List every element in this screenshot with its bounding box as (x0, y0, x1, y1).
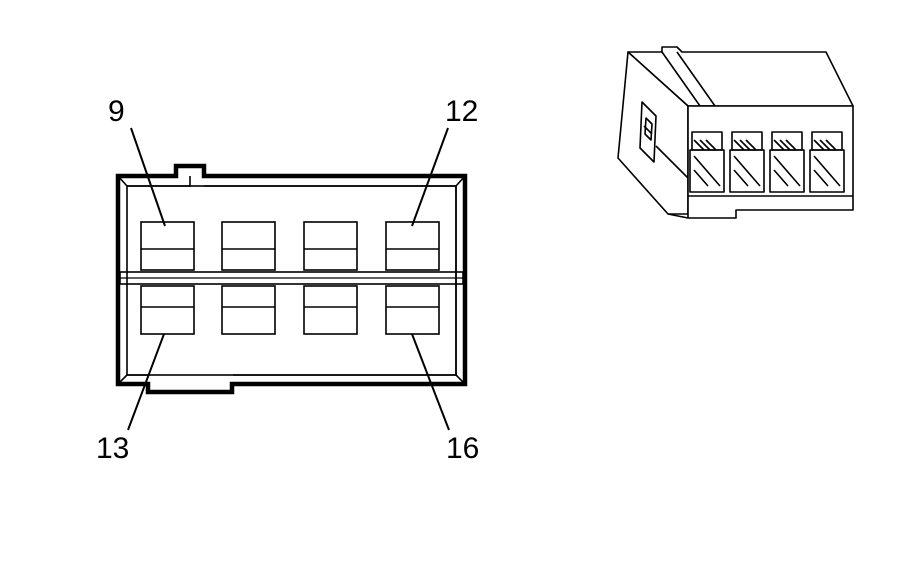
connector-isometric-view (617, 46, 854, 219)
connector-inner-face (127, 176, 457, 376)
shell-bevel-bottom-left (117, 374, 128, 385)
label-pin-13: 13 (96, 432, 129, 465)
label-pin-12: 12 (445, 95, 478, 128)
iso-front-skew-edge (655, 145, 689, 219)
iso-terminal-row-bottom (689, 149, 845, 193)
shell-bevel-top-right (455, 175, 466, 187)
terminal-pin-16 (385, 285, 440, 335)
iso-terminal-pin-13 (689, 149, 725, 193)
iso-terminal-pin-16 (809, 149, 845, 193)
iso-terminal-pin-14 (729, 149, 765, 193)
label-pin-9: 9 (108, 95, 125, 128)
iso-side-window-latch (644, 117, 653, 141)
terminal-pin-15 (303, 285, 358, 335)
terminal-row-top (140, 221, 440, 271)
terminal-row-bottom (140, 285, 440, 335)
connector-front-view (115, 127, 468, 431)
terminal-pin-13 (140, 285, 195, 335)
terminal-pin-14 (221, 285, 276, 335)
terminal-pin-9 (140, 221, 195, 271)
terminal-pin-11 (303, 221, 358, 271)
label-pin-16: 16 (446, 432, 479, 465)
leader-line-pin-13 (127, 333, 165, 431)
connector-inner-face-box (126, 185, 457, 376)
leader-line-pin-16 (411, 333, 450, 431)
terminal-pin-12 (385, 221, 440, 271)
iso-terminal-pin-15 (769, 149, 805, 193)
iso-side-window-line (643, 125, 653, 135)
iso-side-window (639, 101, 657, 163)
leader-line-pin-9 (130, 127, 166, 227)
shell-bevel-top-left (117, 175, 128, 187)
shell-bevel-bottom-right (455, 374, 466, 385)
connector-outer-shell (115, 163, 468, 395)
leader-line-pin-12 (411, 127, 449, 227)
terminal-pin-10 (221, 221, 276, 271)
